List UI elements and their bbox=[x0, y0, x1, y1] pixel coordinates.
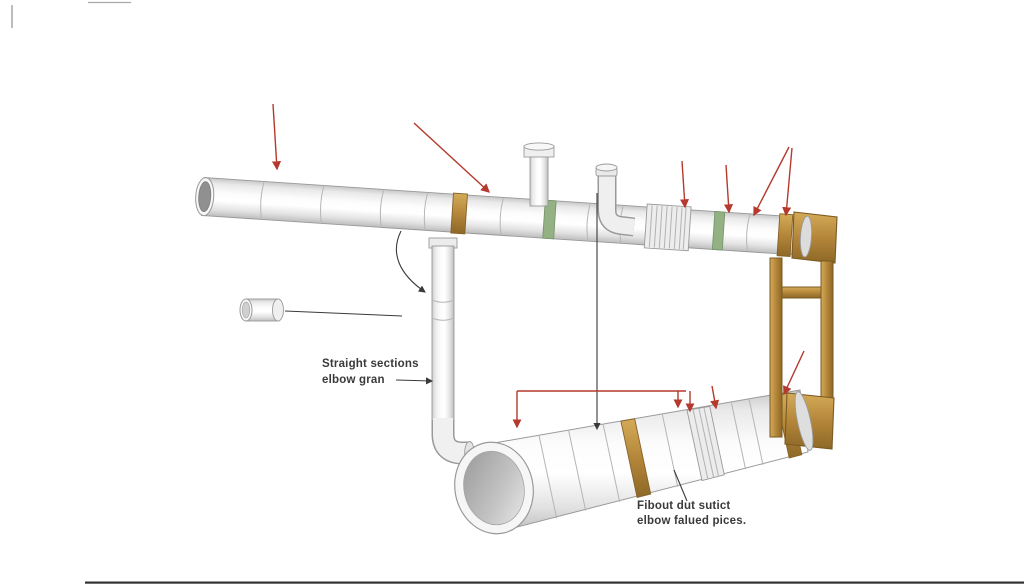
bottom-note-leader bbox=[673, 469, 688, 502]
red-arrow-3 bbox=[679, 160, 690, 209]
red-arrow-6 bbox=[782, 147, 793, 217]
red-arrow-4 bbox=[723, 164, 734, 214]
drop-pipe-body bbox=[431, 245, 455, 425]
red-arrow-1 bbox=[271, 103, 282, 171]
drop-pipe-elbow bbox=[433, 418, 468, 463]
ribbed-coupler bbox=[643, 203, 692, 252]
bottom-pipe-end-cap bbox=[794, 391, 814, 451]
support-frame bbox=[769, 211, 838, 451]
gold-band-2 bbox=[776, 213, 794, 258]
flanged-stub-fitting bbox=[523, 142, 555, 207]
red-arrow-2 bbox=[413, 122, 491, 193]
elbow-stub-fitting bbox=[595, 163, 636, 237]
red-arrow-7 bbox=[783, 350, 805, 396]
green-band-2 bbox=[711, 211, 726, 251]
annotation-arrows bbox=[395, 193, 688, 502]
frame-top-flange bbox=[791, 211, 838, 264]
drop-pipe-joints bbox=[431, 299, 455, 321]
bottom-pipe-open-end bbox=[454, 441, 534, 535]
red-arrows bbox=[271, 103, 805, 429]
left-note-line1: Straight sections bbox=[322, 358, 419, 370]
curved-arrow bbox=[396, 230, 426, 293]
frame-rung bbox=[781, 286, 822, 299]
left-note-line2: elbow gran bbox=[322, 374, 385, 386]
bottom-note-line2: elbow falued pices. bbox=[637, 515, 746, 527]
top-pipe-open-end bbox=[195, 177, 215, 217]
labels: Straight sections elbow gran Fibout dut … bbox=[322, 358, 746, 527]
cylinder-leader-line bbox=[284, 310, 403, 317]
frame-right-bar bbox=[820, 260, 834, 400]
red-arrow-5 bbox=[753, 146, 790, 217]
bottom-note-line1: Fibout dut sutict bbox=[637, 500, 730, 512]
bottom-pipe bbox=[454, 389, 809, 535]
bottom-ribbed-coupler bbox=[686, 405, 725, 482]
page-edge-marks bbox=[11, 1, 1024, 584]
green-band-1 bbox=[542, 199, 557, 240]
frame-left-bar bbox=[769, 257, 783, 438]
red-arrow-8 bbox=[710, 385, 720, 410]
top-pipe-end-cap bbox=[799, 215, 813, 258]
top-pipe bbox=[195, 177, 804, 258]
gold-band-1 bbox=[450, 192, 468, 235]
left-note-leader bbox=[395, 377, 434, 385]
vertical-elbow-pipe bbox=[428, 237, 475, 465]
small-cylinder-part bbox=[239, 298, 284, 322]
bottom-gold-band-1 bbox=[620, 418, 652, 498]
bottom-pipe-joints bbox=[538, 399, 764, 519]
